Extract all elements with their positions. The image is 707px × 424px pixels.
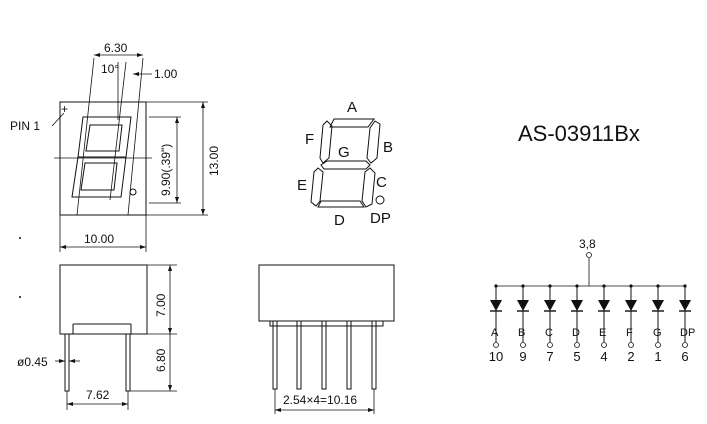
side-body-outline <box>59 264 148 335</box>
diode-branch-a: A 10 <box>489 284 503 364</box>
pin-node <box>655 342 661 348</box>
pin-row-view: 2.54×4=10.16 <box>258 264 395 414</box>
pin-2 <box>296 320 302 390</box>
pin-number-label: 2 <box>627 349 634 364</box>
pin-node <box>601 342 607 348</box>
pin-3 <box>321 320 327 390</box>
segment-g <box>320 160 371 170</box>
pin-row-pins <box>272 320 377 390</box>
pin-4 <box>346 320 352 390</box>
pin-1 <box>272 320 278 390</box>
pin-number-label: 10 <box>489 349 503 364</box>
label-g: G <box>338 144 350 161</box>
pin-length-label: 6.80 <box>154 348 168 372</box>
body-height-label: 7.00 <box>154 293 168 317</box>
segment-e <box>310 167 324 207</box>
diode-branch-c: C7 <box>544 284 556 364</box>
segment-f <box>319 120 333 164</box>
front-digit-outline <box>71 116 137 198</box>
pin-node <box>628 342 634 348</box>
svg-text:+: + <box>61 102 68 116</box>
row-spacing-label: 7.62 <box>86 388 110 402</box>
pin-row-body-outline <box>258 264 395 322</box>
width-top-label: 6.30 <box>104 41 128 55</box>
segment-b <box>366 120 381 164</box>
total-width-label: 10.00 <box>84 232 114 246</box>
diode-symbol <box>571 300 583 311</box>
side-pin-right <box>125 333 131 392</box>
side-pin-left <box>64 333 70 392</box>
diode-branch-dp: DP 6 <box>679 284 695 364</box>
part-number: AS-03911Bx <box>518 121 640 146</box>
label-c: C <box>376 174 387 191</box>
pin-number-label: 7 <box>546 349 553 364</box>
diode-symbol <box>625 300 637 311</box>
segment-name-label: B <box>518 327 525 339</box>
diode-branch-f: F2 <box>625 284 637 364</box>
digit-height-label: 9.90(.39") <box>159 144 173 196</box>
label-a: A <box>347 99 357 116</box>
segment-diagram: A B C D E F G DP <box>297 99 393 229</box>
segment-a <box>329 118 375 128</box>
label-e: E <box>297 177 307 194</box>
segment-name-label: G <box>653 327 662 339</box>
common-node <box>586 252 592 258</box>
diode-symbol <box>517 300 529 311</box>
pin-number-label: 5 <box>573 349 580 364</box>
slant-line-left <box>76 57 95 216</box>
diode-symbol <box>598 300 610 311</box>
total-height-label: 13.00 <box>207 146 221 176</box>
diode-branch-e: E4 <box>598 284 610 364</box>
seg-width-label: 1.00 <box>154 67 178 81</box>
pin1-leader <box>51 112 65 127</box>
pin-number-label: 9 <box>519 349 526 364</box>
front-view: 6.30 10° 1.00 PIN 1 + 9.90(.39") 13.00 1… <box>10 41 221 252</box>
pin-node <box>682 342 688 348</box>
pin-number-label: 1 <box>654 349 661 364</box>
pin-number-label: 6 <box>681 349 688 364</box>
diode-symbol <box>679 300 691 311</box>
side-view: 7.00 6.80 ø0.45 7.62 <box>17 264 177 410</box>
diode-symbol <box>490 300 502 311</box>
pin-node <box>493 342 499 348</box>
label-dp: DP <box>370 210 391 227</box>
label-b: B <box>383 139 393 156</box>
diode-branch-g: G1 <box>652 284 664 364</box>
segment-d <box>317 200 365 208</box>
pin-node <box>574 342 580 348</box>
pin-5 <box>371 320 377 390</box>
segment-dp <box>375 195 385 205</box>
segment-name-label: E <box>599 327 606 339</box>
front-body-outline <box>59 101 147 216</box>
diode-branch-d: D5 <box>571 284 583 364</box>
angle-label: 10° <box>101 62 119 76</box>
pin-number-label: 4 <box>600 349 607 364</box>
diode-branch-b: B9 <box>517 284 529 364</box>
diode-symbol <box>652 300 664 311</box>
segment-name-label: D <box>572 327 580 339</box>
segment-name-label: A <box>491 327 499 339</box>
pin-node <box>547 342 553 348</box>
common-pin-label: 3,8 <box>579 237 596 251</box>
segment-name-label: DP <box>680 327 695 339</box>
slant-line-center <box>109 61 127 201</box>
segment-c <box>361 167 376 208</box>
segment-name-label: F <box>626 327 633 339</box>
diode-symbol <box>544 300 556 311</box>
label-d: D <box>334 212 345 229</box>
pin1-label: PIN 1 <box>10 119 40 133</box>
pin-diameter-label: ø0.45 <box>17 355 48 369</box>
segment-name-label: C <box>545 327 553 339</box>
slant-line-right <box>127 57 144 216</box>
label-f: F <box>305 131 314 148</box>
pin-node <box>520 342 526 348</box>
pitch-label: 2.54×4=10.16 <box>283 393 357 407</box>
